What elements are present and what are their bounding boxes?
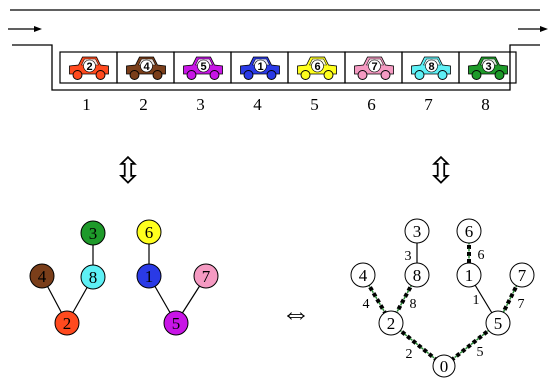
tree-edge-dashed: [442, 321, 500, 368]
node-label: 5: [494, 314, 503, 333]
labeled-tree-node: 1: [456, 262, 482, 288]
parking-slot: 87: [401, 51, 460, 114]
labeled-tree-node: 8: [404, 262, 430, 288]
parking-slot: 53: [173, 51, 232, 114]
colored-tree-node: 2: [54, 310, 80, 336]
node-label: 6: [465, 222, 474, 241]
colored-tree-node: 8: [80, 264, 106, 290]
edge-label: 7: [518, 297, 525, 312]
car-icon: 7: [354, 56, 394, 80]
car-icon: 6: [297, 56, 337, 80]
slot-number: 6: [367, 95, 376, 114]
labeled-tree-edges: [361, 231, 524, 368]
edge-label: 5: [477, 345, 484, 360]
node-label: 3: [413, 222, 422, 241]
colored-tree-node: 5: [163, 310, 189, 336]
parking-slot: 65: [287, 51, 346, 114]
colored-tree-node: 1: [136, 263, 162, 289]
edge-label: 6: [478, 248, 485, 263]
car-number: 8: [428, 61, 434, 73]
node-label: 5: [172, 314, 181, 333]
car-icon: 3: [468, 56, 508, 80]
node-label: 1: [465, 266, 474, 285]
edge-label: 4: [363, 297, 370, 312]
parking-lot-outline: [12, 44, 540, 91]
node-label: 4: [359, 266, 368, 285]
car-icon: 1: [240, 56, 280, 80]
node-label: 3: [89, 224, 98, 243]
labeled-tree-node: 4: [350, 262, 376, 288]
labeled-tree-node: 6: [456, 218, 482, 244]
exit-arrow: [518, 26, 548, 32]
car-number: 6: [314, 61, 320, 73]
parking-slot: 76: [344, 51, 403, 114]
node-label: 7: [202, 267, 211, 286]
labeled-tree-node: 2: [378, 310, 404, 336]
car-number: 3: [485, 61, 491, 73]
colored-tree-node: 7: [193, 263, 219, 289]
node-label: 4: [38, 267, 47, 286]
parking-slot: 21: [59, 51, 118, 114]
car-icon: 5: [183, 56, 223, 80]
car-icon: 8: [411, 56, 451, 80]
slot-number: 1: [82, 95, 91, 114]
colored-tree-node: 3: [80, 220, 106, 246]
colored-tree-node: 6: [136, 219, 162, 245]
edge-label: 3: [405, 249, 412, 264]
node-label: 7: [518, 266, 527, 285]
node-label: 2: [387, 314, 396, 333]
slot-number: 2: [139, 95, 148, 114]
edge-label: 1: [473, 293, 480, 308]
slot-number: 3: [196, 95, 205, 114]
up-down-arrow-left: ⇳: [113, 150, 143, 191]
edge-label: 2: [406, 347, 413, 362]
labeled-tree-node: 0: [432, 354, 456, 378]
car-number: 7: [371, 61, 377, 73]
car-number: 1: [257, 61, 263, 73]
entry-arrow: [8, 26, 42, 32]
labeled-tree-node: 5: [485, 310, 511, 336]
parking-slot: 38: [458, 51, 517, 114]
node-label: 8: [89, 268, 98, 287]
colored-tree-edges: [41, 232, 207, 324]
parking-slot: 42: [116, 51, 175, 114]
labeled-tree: 3 6 4 8 1 7 2 5 3 6 4 8 1 7 2 5 0: [350, 218, 535, 378]
colored-tree: 3 8 4 2 6 1 7 5: [29, 219, 219, 336]
car-icon: 4: [126, 56, 166, 80]
slot-number: 8: [481, 95, 490, 114]
node-label: 0: [440, 357, 449, 376]
node-label: 2: [63, 314, 72, 333]
up-down-arrow-right: ⇳: [426, 150, 456, 191]
car-number: 4: [143, 61, 150, 73]
slot-number: 5: [310, 95, 319, 114]
equivalence-arrow: ⇔: [281, 297, 311, 330]
car-icon: 2: [69, 56, 109, 80]
labeled-tree-node: 7: [509, 262, 535, 288]
car-number: 5: [200, 61, 206, 73]
labeled-tree-node: 3: [404, 218, 430, 244]
slot-box: [458, 51, 517, 84]
colored-tree-node: 4: [29, 263, 55, 289]
slot-number: 7: [424, 95, 433, 114]
slot-number: 4: [253, 95, 262, 114]
edge-label: 8: [410, 297, 417, 312]
car-number: 2: [86, 61, 92, 73]
node-label: 8: [413, 266, 422, 285]
parking-slot: 14: [230, 51, 289, 114]
node-label: 6: [145, 223, 154, 242]
node-label: 1: [145, 267, 154, 286]
